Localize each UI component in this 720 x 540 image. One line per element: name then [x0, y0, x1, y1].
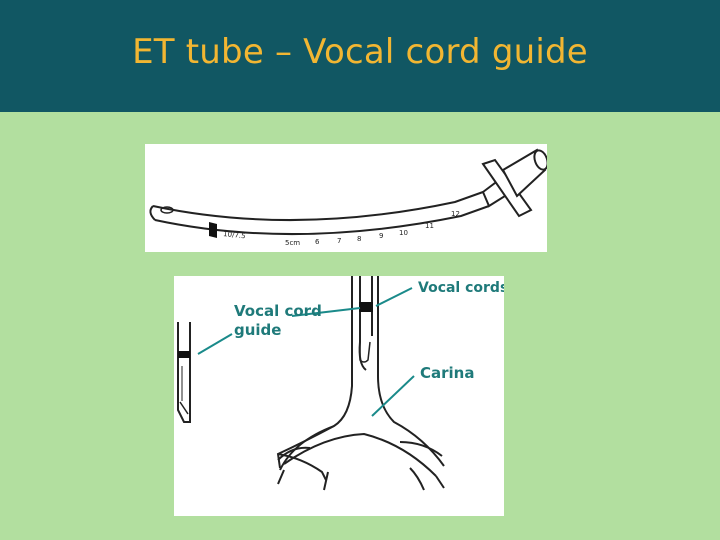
inserted-tube-guide-band — [359, 302, 373, 312]
small-tube-guide-band — [178, 351, 190, 358]
airway-figure: Vocal cord guide Vocal cords Carina — [174, 276, 504, 516]
tube-size-marking: 10/7.5 — [223, 230, 246, 240]
label-carina: Carina — [420, 364, 474, 382]
scale-label: 7 — [337, 237, 341, 245]
slide-title: ET tube – Vocal cord guide — [132, 32, 588, 72]
vocal-cords-pointer — [375, 287, 413, 307]
scale-label: 5cm — [285, 239, 300, 247]
scale-label: 6 — [315, 238, 320, 246]
label-vocal-cord-guide-line1: Vocal cord — [234, 302, 322, 320]
tube-connector-flange — [481, 158, 533, 218]
scale-label: 9 — [379, 232, 383, 240]
title-bar: ET tube – Vocal cord guide — [0, 0, 720, 112]
bronchi-branches — [277, 441, 445, 491]
vocal-cord-guide-pointer-small — [197, 333, 233, 355]
carina-pointer — [371, 375, 415, 417]
scale-label: 12 — [451, 210, 460, 218]
label-vocal-cord-guide-line2: guide — [234, 321, 281, 339]
tube-outline-top — [152, 191, 484, 222]
inserted-tube-tip — [359, 336, 371, 363]
et-tube-drawing: 10/7.5 5cm 6 7 8 9 10 11 12 — [149, 148, 547, 247]
inserted-tube-outline — [358, 276, 373, 371]
scale-label: 10 — [399, 229, 408, 237]
murphy-eye — [160, 206, 174, 214]
vocal-cord-guide-band — [209, 222, 217, 238]
tube-tip — [149, 205, 156, 221]
carina-inner — [283, 432, 437, 477]
small-et-tube — [177, 322, 191, 423]
vocal-cord-guide-pointer — [291, 307, 361, 317]
scale-label: 11 — [425, 222, 434, 230]
scale-label: 8 — [357, 235, 361, 243]
label-vocal-cords: Vocal cords — [418, 280, 504, 296]
et-tube-figure: 10/7.5 5cm 6 7 8 9 10 11 12 — [145, 144, 547, 252]
tube-outline-bottom — [154, 205, 490, 236]
airway-drawing: Vocal cord guide Vocal cords Carina — [177, 276, 504, 491]
tube-connector-mouth — [533, 149, 547, 171]
trachea-wall-right — [377, 276, 445, 467]
